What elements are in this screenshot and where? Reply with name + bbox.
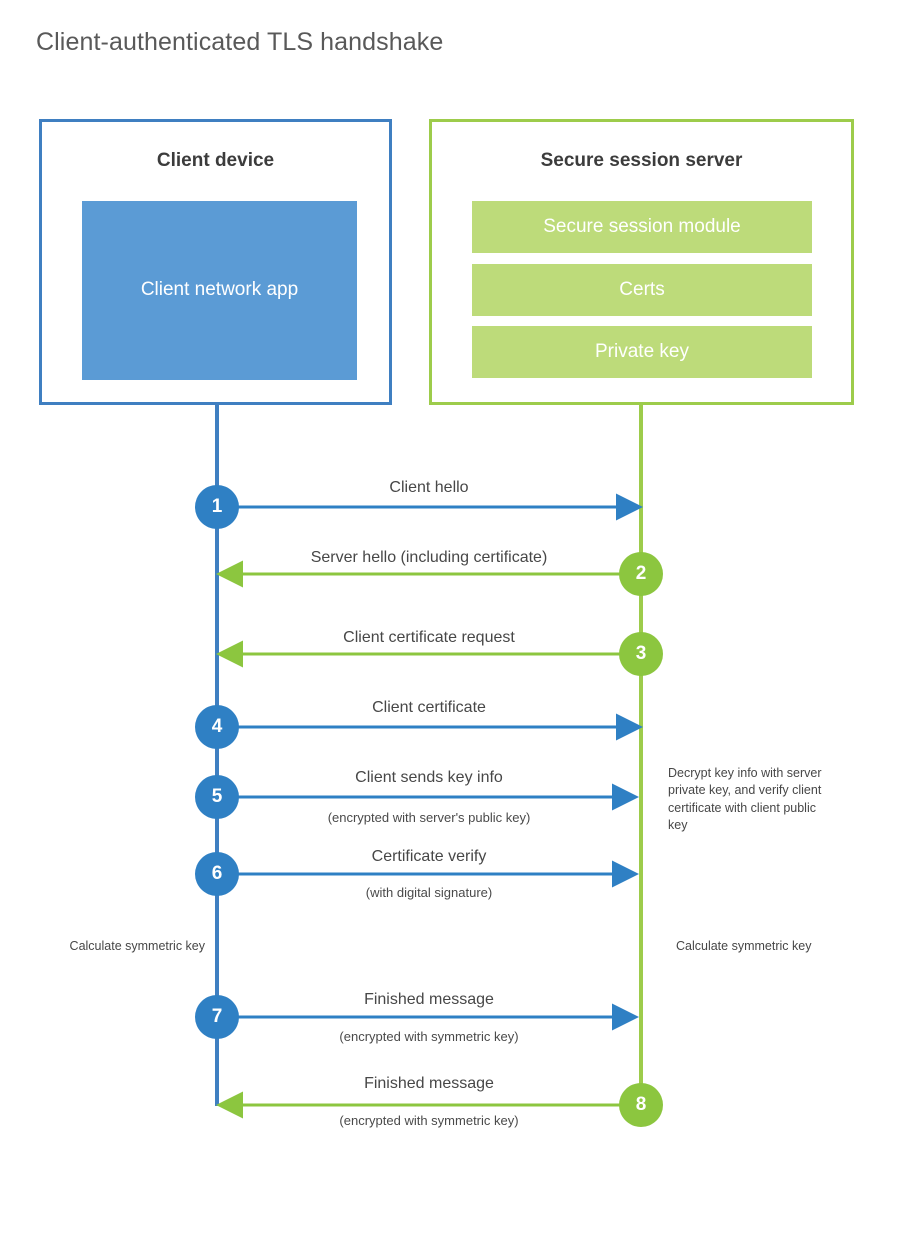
message-sublabel-5: (encrypted with server's public key) [327,810,531,825]
step-circle-2[interactable]: 2 [619,552,663,596]
secure-session-module-block: Secure session module [472,201,812,253]
client-network-app-block: Client network app [82,201,357,380]
secure-session-server-title: Secure session server [540,150,743,171]
message-label-4: Client certificate [372,699,486,716]
step-circle-8[interactable]: 8 [619,1083,663,1127]
message-sublabel-7: (encrypted with symmetric key) [339,1029,519,1044]
message-sublabel-8: (encrypted with symmetric key) [339,1113,519,1128]
step-circle-5[interactable]: 5 [195,775,239,819]
message-label-7: Finished message [364,991,494,1008]
certs-block: Certs [472,264,812,316]
private-key-block: Private key [472,326,812,378]
message-label-2: Server hello (including certificate) [310,549,548,566]
step-circle-3[interactable]: 3 [619,632,663,676]
message-label-6: Certificate verify [371,848,487,865]
message-label-8: Finished message [364,1075,494,1092]
client-device-panel: Client device Client network app [39,119,392,405]
step-circle-1[interactable]: 1 [195,485,239,529]
message-sublabel-6: (with digital signature) [365,885,493,900]
message-label-5: Client sends key info [355,769,503,786]
step-circle-4[interactable]: 4 [195,705,239,749]
step-circle-7[interactable]: 7 [195,995,239,1039]
client-calculate-symmetric-key-note: Calculate symmetric key [69,939,205,953]
client-device-title: Client device [156,150,275,171]
secure-session-server-panel: Secure session server Secure session mod… [429,119,854,405]
page-title: Client-authenticated TLS handshake [36,28,444,56]
message-label-3: Client certificate request [343,629,515,646]
server-decrypt-note: Decrypt key info with server private key… [668,766,822,832]
message-label-1: Client hello [389,479,469,496]
step-circle-6[interactable]: 6 [195,852,239,896]
server-calculate-symmetric-key-note: Calculate symmetric key [676,939,812,953]
